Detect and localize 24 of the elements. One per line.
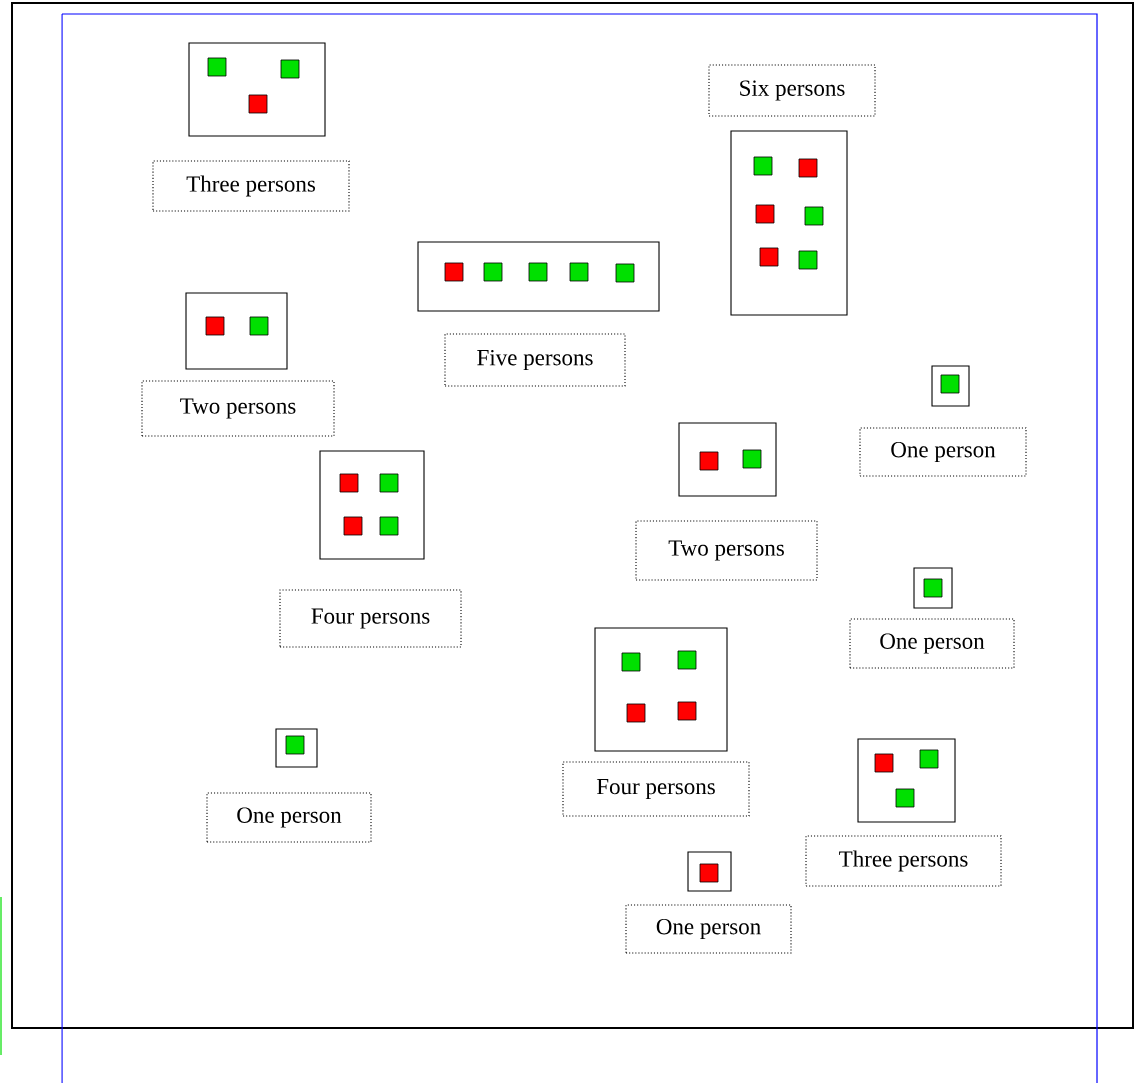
group-box	[594, 627, 728, 752]
label-box: One person	[625, 904, 792, 954]
label-box: Three persons	[805, 835, 1002, 887]
group-box	[319, 450, 425, 560]
group-box	[417, 241, 660, 312]
label-box: Four persons	[279, 589, 462, 648]
group-box	[678, 422, 777, 497]
group-box	[185, 292, 288, 370]
label-box: Two persons	[635, 520, 818, 581]
label-box: One person	[859, 427, 1027, 477]
group-box	[931, 365, 970, 407]
group-box	[857, 738, 956, 823]
group-box	[188, 42, 326, 137]
label-box: Two persons	[141, 380, 335, 437]
label-box: One person	[206, 792, 372, 843]
label-box: One person	[849, 618, 1015, 669]
label-box: Five persons	[444, 333, 626, 387]
label-box: Four persons	[562, 761, 750, 817]
group-box	[730, 130, 848, 316]
label-box: Three persons	[152, 160, 350, 212]
group-box	[913, 567, 953, 609]
group-box	[275, 728, 318, 768]
label-box: Six persons	[708, 64, 876, 117]
group-box	[687, 851, 732, 892]
